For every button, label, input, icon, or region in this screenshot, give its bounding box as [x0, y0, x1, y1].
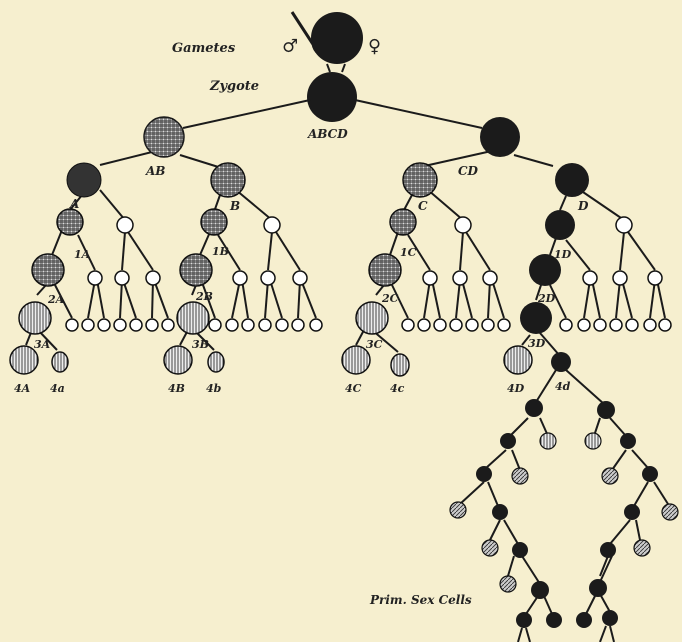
- cell-label-2d: 2D: [537, 292, 556, 305]
- open-cell: [232, 270, 248, 286]
- cell-1b: [200, 208, 228, 236]
- fertilization-line: [341, 63, 346, 73]
- gametes-group: Gametes ♂ ♀ Zygote ABCD: [172, 11, 381, 141]
- open-cell: [647, 270, 663, 286]
- open-cell: [114, 270, 130, 286]
- cell-label-1c: 1C: [400, 246, 417, 259]
- fertilization-line: [326, 63, 331, 73]
- open-cell: [582, 270, 598, 286]
- open-cell: [454, 216, 472, 234]
- open-cell: [260, 270, 276, 286]
- cell-4a: [51, 351, 69, 373]
- cell-label-2b: 2B: [195, 290, 213, 303]
- cell-label-c: C: [418, 199, 428, 213]
- cell-label-a: A: [69, 197, 79, 211]
- cell-d: [555, 163, 589, 197]
- cell-label-1b: 1B: [212, 245, 229, 258]
- cell-label-ab: AB: [145, 164, 165, 178]
- open-cell-row: [65, 318, 672, 332]
- cell-label-cd: CD: [458, 164, 479, 178]
- cell-3c: [355, 301, 389, 335]
- cell-label-4c: 4c: [390, 382, 405, 395]
- cell-label-1a: 1A: [74, 248, 91, 261]
- four-cell-stage: A B C D: [66, 162, 589, 213]
- cell-label-abcd: ABCD: [307, 127, 348, 141]
- cell-label-b: B: [229, 199, 240, 213]
- cell-label-4A: 4A: [14, 382, 31, 395]
- cell-label-4b: 4b: [206, 382, 222, 395]
- open-cell: [482, 270, 498, 286]
- cell-1c: [389, 208, 417, 236]
- cell-label-3d: 3D: [528, 337, 546, 350]
- cell-4d: [551, 352, 571, 372]
- cell-1a: [56, 208, 84, 236]
- open-cell: [615, 216, 633, 234]
- cell-label-4d: 4d: [555, 380, 571, 393]
- cell-label-d: D: [577, 199, 589, 213]
- cell-2d: [529, 254, 561, 286]
- cell-2a: [31, 253, 65, 287]
- germ-line-tree: [449, 399, 679, 628]
- generation-3: 3A 3B 3C 3D: [18, 301, 672, 351]
- cell-label-4B: 4B: [168, 382, 185, 395]
- generation-4: 4A 4a 4B 4b 4C 4c 4D 4d: [9, 345, 571, 395]
- zygote-caption: Zygote: [209, 79, 259, 94]
- cell-label-4D: 4D: [507, 382, 525, 395]
- cell-label-2a: 2A: [47, 293, 65, 306]
- open-cell: [292, 270, 308, 286]
- cell-ab: [143, 116, 185, 158]
- cell-label-3b: 3B: [192, 338, 209, 351]
- lineage-lines: [25, 99, 669, 642]
- prim-sex-cells-caption: Prim. Sex Cells: [369, 593, 472, 607]
- cell-c: [402, 162, 438, 198]
- open-cell: [422, 270, 438, 286]
- open-cell: [145, 270, 161, 286]
- cell-4B: [163, 345, 193, 375]
- egg-cell: [311, 12, 363, 64]
- cell-label-2c: 2C: [381, 292, 399, 305]
- cell-4D: [503, 345, 533, 375]
- open-cell: [263, 216, 281, 234]
- male-symbol: ♂: [282, 36, 298, 57]
- cell-2b: [179, 253, 213, 287]
- generation-2: 2A 2B 2C 2D: [31, 253, 663, 306]
- cell-3d: [520, 302, 552, 334]
- cell-cd: [480, 117, 520, 157]
- cell-label-1d: 1D: [554, 248, 572, 261]
- cell-label-3c: 3C: [366, 338, 383, 351]
- cell-4b: [207, 351, 225, 373]
- generation-1: 1A 1B 1C 1D: [56, 208, 633, 261]
- cell-4c: [390, 353, 410, 377]
- zygote-cell: [307, 72, 357, 122]
- cell-label-3a: 3A: [34, 338, 51, 351]
- open-cell: [116, 216, 134, 234]
- cell-3b: [176, 301, 210, 335]
- cell-label-4C: 4C: [345, 382, 362, 395]
- cell-a: [66, 162, 102, 198]
- two-cell-stage: AB CD: [143, 116, 520, 178]
- cell-2c: [368, 253, 402, 287]
- open-cell: [452, 270, 468, 286]
- cell-4C: [341, 345, 371, 375]
- cell-1d: [545, 210, 575, 240]
- cell-4A: [9, 345, 39, 375]
- cell-b: [210, 162, 246, 198]
- open-cell: [612, 270, 628, 286]
- gametes-caption: Gametes: [172, 41, 236, 56]
- cell-label-4a: 4a: [50, 382, 65, 395]
- female-symbol: ♀: [368, 36, 381, 57]
- cell-3a: [18, 301, 52, 335]
- open-cell: [87, 270, 103, 286]
